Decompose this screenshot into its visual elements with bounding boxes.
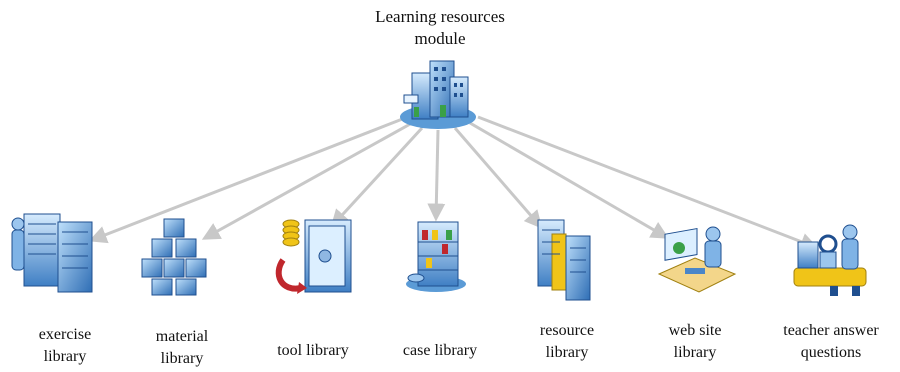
- module-label-line1: tool library: [277, 342, 349, 359]
- server-rack-person-icon: [11, 213, 93, 293]
- module-exercise: exercise library: [10, 200, 120, 372]
- person-at-machine-icon: [793, 224, 867, 296]
- coins-safe-icon: [275, 219, 352, 294]
- module-label-line2: library: [43, 348, 87, 365]
- module-label-line2: library: [160, 350, 204, 367]
- root-title: Learning resources module: [330, 6, 550, 50]
- module-label: web site library: [630, 320, 760, 364]
- module-label: exercise library: [0, 324, 130, 368]
- module-website: web site library: [640, 200, 750, 372]
- module-label-line1: material: [155, 328, 209, 345]
- module-label: resource library: [502, 320, 632, 364]
- module-label-line1: web site: [668, 322, 722, 339]
- arrow-to-website: [469, 121, 670, 239]
- module-material: material library: [127, 200, 237, 372]
- module-label: teacher answer questions: [766, 320, 896, 364]
- connector-arrows: [88, 115, 819, 251]
- person-at-computer-icon: [657, 226, 737, 293]
- server-stack-icon: [537, 219, 591, 301]
- stacked-boxes-icon: [141, 218, 207, 296]
- module-teacher: teacher answer questions: [776, 200, 886, 372]
- arrow-to-case: [427, 129, 446, 222]
- module-label: case library: [375, 340, 505, 362]
- building-icon: [400, 60, 476, 129]
- module-case: case library: [385, 200, 495, 372]
- module-label-line1: exercise: [38, 326, 92, 343]
- module-tool: tool library: [258, 200, 368, 372]
- arrow-to-teacher: [477, 115, 819, 251]
- module-label-line2: library: [673, 344, 717, 361]
- root-title-line1: Learning resources: [375, 7, 505, 26]
- module-label-line2: library: [545, 344, 589, 361]
- module-label-line2: questions: [800, 344, 862, 361]
- module-resource: resource library: [512, 200, 622, 372]
- arrow-to-exercise: [88, 116, 406, 244]
- module-label-line1: resource: [539, 322, 595, 339]
- module-label: tool library: [248, 340, 378, 362]
- module-label-line1: teacher answer: [783, 322, 879, 339]
- module-label: material library: [117, 326, 247, 370]
- arrow-to-material: [201, 121, 413, 240]
- arrow-to-tool: [330, 126, 424, 228]
- arrow-to-resource: [453, 127, 543, 229]
- root-title-line2: module: [414, 29, 466, 48]
- display-case-icon: [406, 221, 466, 292]
- module-label-line1: case library: [402, 342, 478, 359]
